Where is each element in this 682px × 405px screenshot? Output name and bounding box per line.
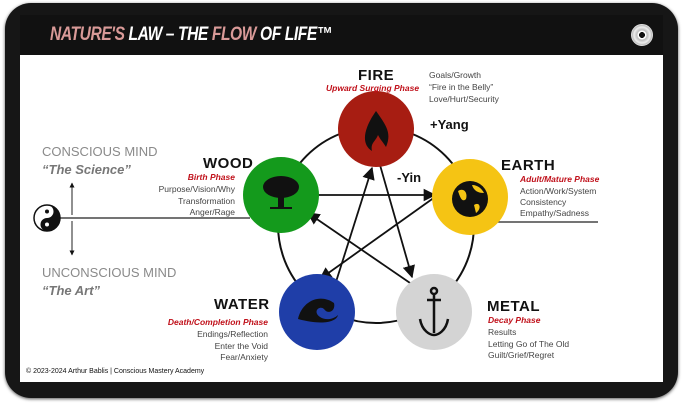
unconscious-mind-subtitle: “The Art” bbox=[42, 283, 101, 298]
water-circle bbox=[279, 274, 355, 350]
yin-yang-icon bbox=[33, 204, 61, 232]
tree-icon bbox=[263, 176, 299, 209]
slide-title: NATURE'S LAW – THE FLOW OF LIFE™ bbox=[50, 24, 333, 45]
slide: NATURE'S LAW – THE FLOW OF LIFE™ bbox=[20, 15, 663, 382]
unconscious-mind-label: UNCONSCIOUS MIND bbox=[42, 265, 177, 280]
disc-icon bbox=[631, 24, 653, 46]
yin-label: -Yin bbox=[397, 170, 422, 185]
globe-icon bbox=[452, 181, 488, 217]
flame-icon bbox=[364, 111, 389, 151]
conscious-mind-subtitle: “The Science” bbox=[42, 162, 131, 177]
header-bar: NATURE'S LAW – THE FLOW OF LIFE™ bbox=[20, 15, 663, 55]
copyright-footer: © 2023-2024 Arthur Bablis | Conscious Ma… bbox=[26, 368, 205, 375]
anchor-icon bbox=[418, 286, 450, 337]
five-elements-diagram bbox=[33, 91, 598, 350]
wave-icon bbox=[298, 298, 338, 323]
conscious-mind-label: CONSCIOUS MIND bbox=[42, 144, 158, 159]
yang-label: +Yang bbox=[430, 117, 469, 132]
